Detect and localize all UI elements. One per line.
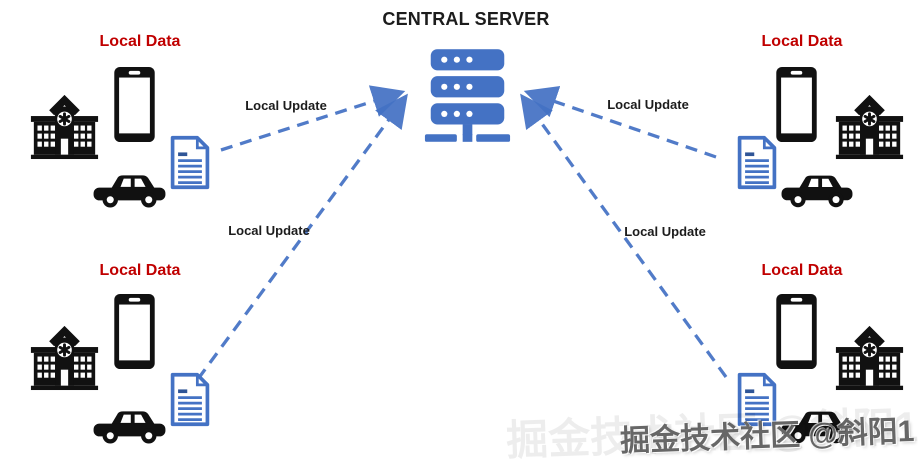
client-group-top-right: Local Data [700, 30, 900, 222]
server-stack-icon [423, 49, 512, 142]
smartphone-icon [775, 66, 818, 143]
client-group-bottom-right: Local Data [700, 259, 900, 451]
car-icon [91, 405, 168, 446]
local-update-arrow-bottom-left [196, 93, 408, 380]
local-update-label-bottom-left: Local Update [228, 223, 310, 238]
car-icon [779, 169, 855, 210]
local-data-label: Local Data [761, 33, 843, 50]
smartphone-icon [113, 66, 156, 143]
local-data-label: Local Data [99, 262, 181, 279]
smartphone-icon [775, 293, 818, 370]
local-data-label: Local Data [761, 262, 843, 279]
client-group-bottom-left: Local Data [20, 259, 220, 451]
smartphone-icon [113, 293, 156, 370]
local-update-arrow-top-right [523, 85, 717, 159]
document-icon [168, 133, 212, 192]
central-server-title: CENTRAL SERVER [382, 9, 550, 29]
local-update-arrow-bottom-right [520, 93, 728, 378]
local-update-label-bottom-right: Local Update [624, 224, 706, 239]
car-icon [91, 169, 168, 210]
document-icon [735, 133, 779, 192]
local-update-label-top-right: Local Update [607, 97, 689, 112]
local-data-label: Local Data [99, 33, 181, 50]
local-update-label-top-left: Local Update [245, 98, 327, 113]
client-group-top-left: Local Data [20, 30, 220, 222]
local-update-arrow-top-left [220, 85, 406, 152]
hospital-building-icon [833, 323, 906, 393]
hospital-building-icon [28, 92, 101, 162]
document-icon [168, 370, 212, 429]
hospital-building-icon [28, 323, 101, 393]
hospital-building-icon [833, 92, 906, 162]
